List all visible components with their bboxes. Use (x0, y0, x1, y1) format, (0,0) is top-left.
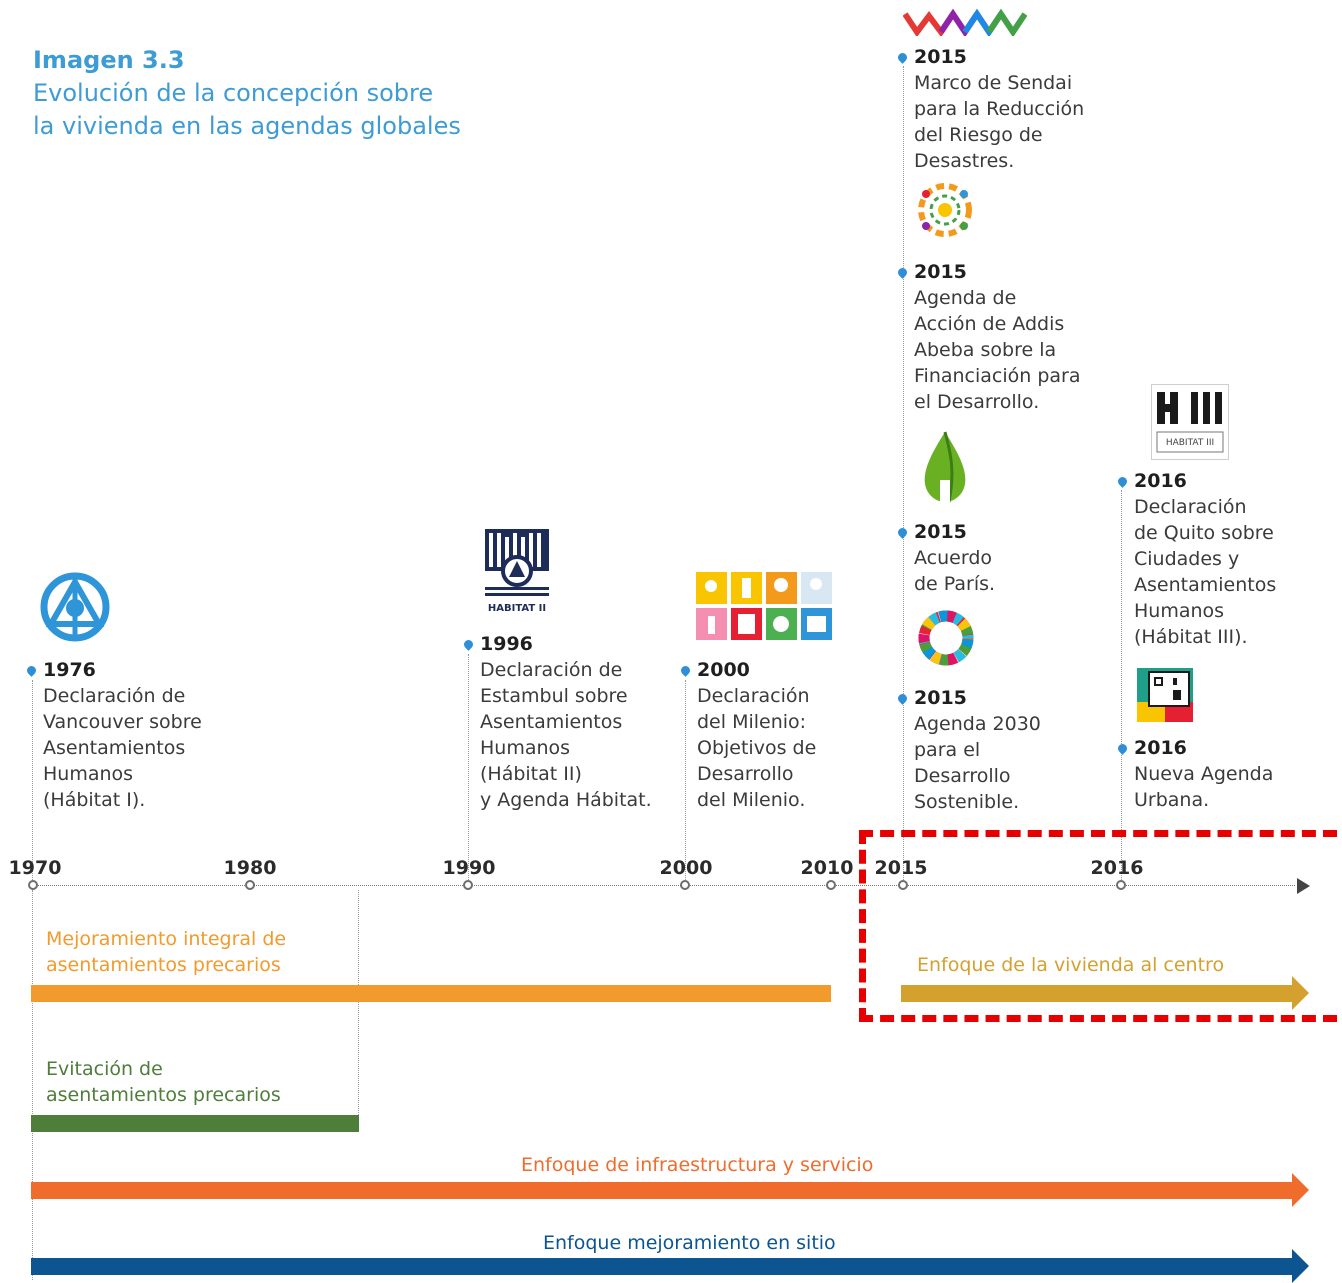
figure-title: Imagen 3.3 Evolución de la concepción so… (33, 44, 461, 143)
tick-marker-1980 (245, 880, 255, 890)
event-description: Agenda de Acción de Addis Abeba sobre la… (914, 287, 1081, 413)
event-2015-paris: 2015 Acuerdo de París. (914, 519, 995, 597)
bar-label-vivienda-al-centro: Enfoque de la vivienda al centro (917, 954, 1225, 976)
event-description: Agenda 2030 para el Desarrollo Sostenibl… (914, 713, 1041, 813)
event-description: Declaración de Estambul sobre Asentamien… (480, 659, 652, 811)
svg-text:HABITAT III: HABITAT III (1166, 438, 1214, 448)
tick-marker-1990 (463, 880, 473, 890)
tick-label-2016: 2016 (1090, 857, 1144, 879)
highlight-box (859, 830, 1337, 1022)
event-2015-addis: 2015 Agenda de Acción de Addis Abeba sob… (914, 259, 1081, 415)
event-description: Nueva Agenda Urbana. (1134, 763, 1274, 811)
bar-evitacion (31, 1115, 359, 1132)
timeline-axis (33, 885, 1295, 886)
figure-number: Imagen 3.3 (33, 46, 185, 74)
bar-arrow-vivienda-al-centro (1292, 976, 1309, 1010)
new-urban-agenda-logo (1137, 668, 1193, 722)
svg-text:HABITAT II: HABITAT II (488, 603, 546, 614)
tick-marker-1970 (28, 880, 38, 890)
bar-label-infraestructura: Enfoque de infraestructura y servicio (521, 1154, 874, 1176)
event-2000: 2000 Declaración del Milenio: Objetivos … (697, 657, 816, 813)
sendai-logo (903, 8, 1027, 36)
event-1976: 1976 Declaración de Vancouver sobre Asen… (43, 657, 202, 813)
figure-title-line-2: la vivienda en las agendas globales (33, 112, 461, 140)
tick-label-1980: 1980 (223, 857, 277, 879)
tick-label-1970: 1970 (8, 857, 62, 879)
tick-marker-2010 (826, 880, 836, 890)
addis-abeba-logo (918, 183, 972, 237)
figure-title-line-1: Evolución de la concepción sobre (33, 79, 434, 107)
bar-label-mejoramiento-en-sitio: Enfoque mejoramiento en sitio (543, 1232, 836, 1254)
event-description: Declaración del Milenio: Objetivos de De… (697, 685, 817, 811)
event-year: 2015 (914, 685, 1041, 711)
bar-label-mejoramiento-integral: Mejoramiento integral de asentamientos p… (46, 928, 287, 976)
event-description: Declaración de Quito sobre Ciudades y As… (1134, 496, 1277, 648)
bar-mejoramiento-en-sitio (31, 1258, 1293, 1275)
tick-label-2015: 2015 (874, 857, 928, 879)
event-year: 2015 (914, 44, 1084, 70)
connector-1970-down (32, 890, 33, 1280)
event-description: Acuerdo de París. (914, 547, 996, 595)
connector-1996 (468, 654, 469, 880)
event-1996: 1996 Declaración de Estambul sobre Asent… (480, 631, 652, 813)
tick-label-2000: 2000 (659, 857, 713, 879)
connector-2000 (685, 680, 686, 880)
tick-label-1990: 1990 (442, 857, 496, 879)
tick-label-2010: 2010 (800, 857, 854, 879)
paris-leaf-logo (924, 431, 966, 503)
habitat-i-logo (40, 572, 110, 642)
event-2015-sendai: 2015 Marco de Sendai para la Reducción d… (914, 44, 1084, 174)
event-year: 2000 (697, 657, 816, 683)
habitat-iii-logo: HABITAT III (1151, 384, 1229, 460)
event-year: 2016 (1134, 735, 1273, 761)
bar-arrow-mejoramiento-en-sitio (1292, 1249, 1309, 1283)
event-2016-quito: 2016 Declaración de Quito sobre Ciudades… (1134, 468, 1276, 650)
sdg-wheel-logo (918, 610, 974, 666)
event-2015-agenda2030: 2015 Agenda 2030 para el Desarrollo Sost… (914, 685, 1041, 815)
event-description: Declaración de Vancouver sobre Asentamie… (43, 685, 202, 811)
event-year: 2015 (914, 519, 995, 545)
connector-1976 (32, 680, 33, 880)
tick-marker-2015 (898, 880, 908, 890)
bar-arrow-infraestructura (1292, 1173, 1309, 1207)
event-description: Marco de Sendai para la Reducción del Ri… (914, 72, 1085, 172)
connector-1985 (358, 890, 359, 1115)
event-year: 1976 (43, 657, 202, 683)
bar-mejoramiento-integral (31, 985, 831, 1002)
bar-label-evitacion: Evitación de asentamientos precarios (46, 1058, 281, 1106)
tick-marker-2000 (680, 880, 690, 890)
event-2016-nua: 2016 Nueva Agenda Urbana. (1134, 735, 1273, 813)
event-year: 2015 (914, 259, 1081, 285)
event-year: 1996 (480, 631, 652, 657)
axis-arrow-icon (1297, 878, 1310, 894)
bar-infraestructura (31, 1182, 1293, 1199)
connector-2016 (1121, 490, 1122, 880)
connector-2015 (903, 66, 904, 880)
mdg-icons (696, 572, 832, 640)
tick-marker-2016 (1116, 880, 1126, 890)
bar-vivienda-al-centro (901, 985, 1293, 1002)
istanbul-habitat-ii-logo: HABITAT II (485, 529, 549, 614)
event-year: 2016 (1134, 468, 1276, 494)
